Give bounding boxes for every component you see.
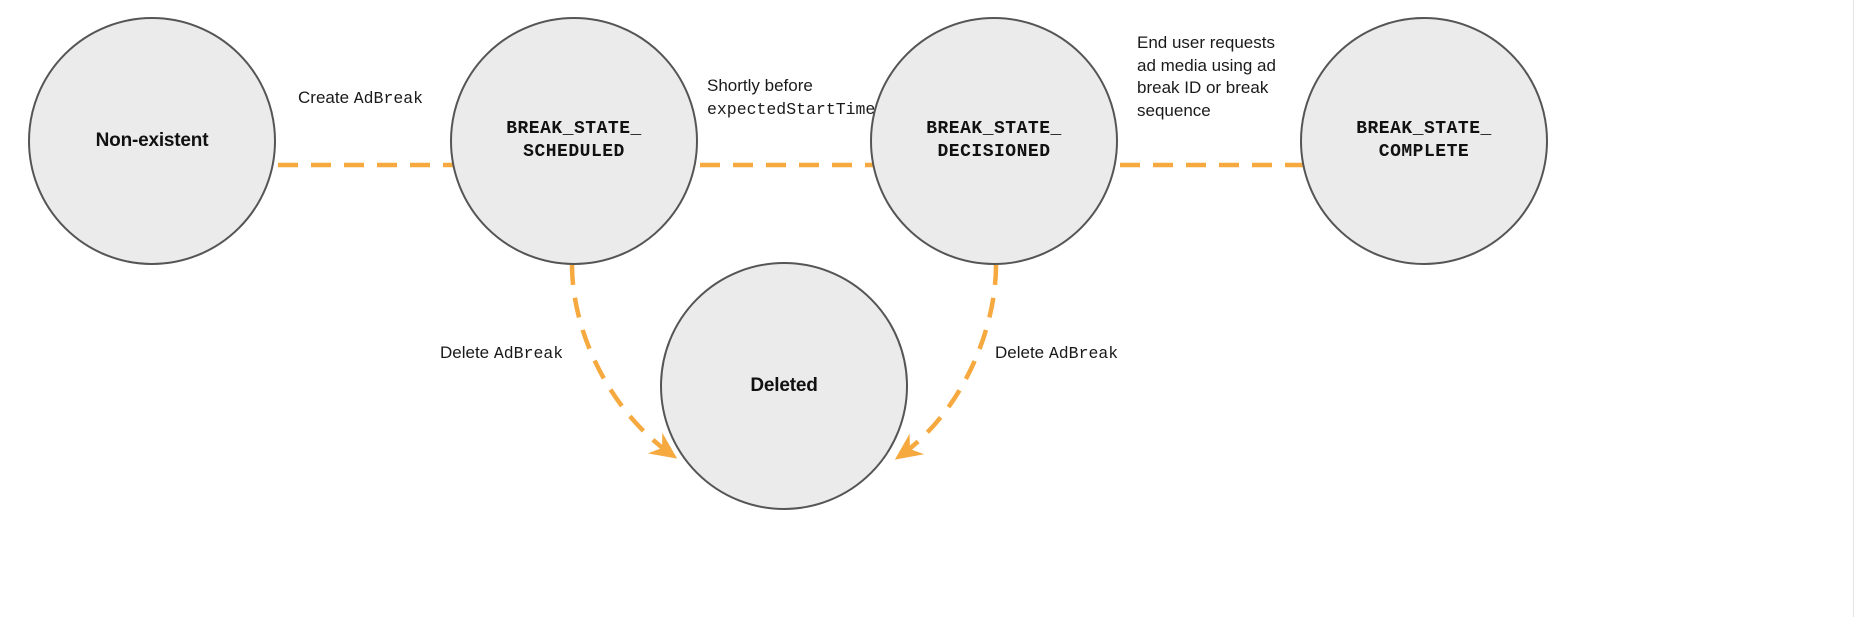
edge-label-text: Delete [995,343,1049,362]
state-node-break-state-decisioned[interactable]: BREAK_STATE_ DECISIONED [870,17,1118,265]
state-node-non-existent[interactable]: Non-existent [28,17,276,265]
edge-label-create-adbreak: Create AdBreak [298,87,423,110]
edge-delete-adbreak-right [894,264,999,460]
state-node-break-state-complete[interactable]: BREAK_STATE_ COMPLETE [1300,17,1548,265]
state-node-label: BREAK_STATE_ SCHEDULED [506,118,642,162]
edge-label-code: AdBreak [493,344,564,363]
edge-label-delete-adbreak-left: Delete AdBreak [440,342,563,365]
state-node-label: BREAK_STATE_ COMPLETE [1356,118,1492,162]
edge-label-shortly-before: Shortly before expectedStartTime [707,75,875,121]
state-node-label: Non-existent [95,129,209,151]
state-node-break-state-scheduled[interactable]: BREAK_STATE_ SCHEDULED [450,17,698,265]
state-node-deleted[interactable]: Deleted [660,262,908,510]
edge-label-text: Create [298,88,354,107]
state-node-label: Deleted [750,374,818,396]
edge-label-code: AdBreak [1048,344,1119,363]
edge-label-text: Shortly before [707,76,813,95]
edge-label-delete-adbreak-right: Delete AdBreak [995,342,1118,365]
edge-label-text: Delete [440,343,494,362]
page-edge-divider [1853,0,1854,617]
edge-label-text: End user requests ad media using ad brea… [1137,33,1276,120]
edge-label-code: expectedStartTime [707,99,876,119]
edge-label-end-user-requests: End user requests ad media using ad brea… [1137,32,1276,122]
edge-label-code: AdBreak [353,89,424,108]
edge-delete-adbreak-left [569,264,678,459]
state-node-label: BREAK_STATE_ DECISIONED [926,118,1062,162]
